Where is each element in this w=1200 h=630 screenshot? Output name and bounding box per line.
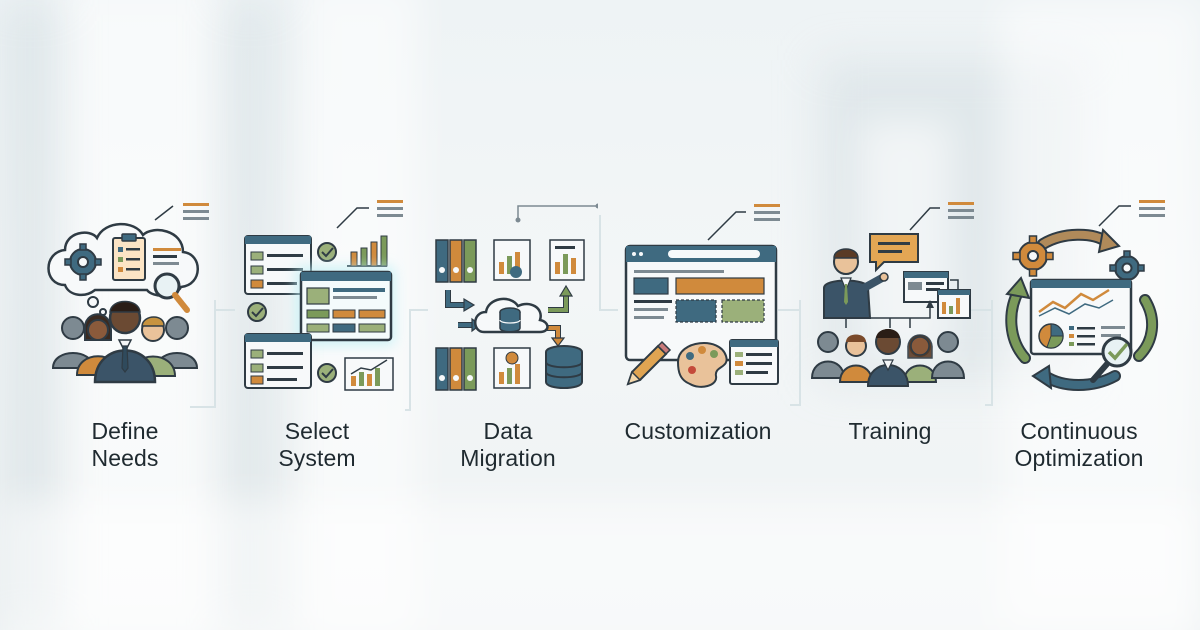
step-label: Training	[848, 418, 932, 444]
step-continuous-optimization: Continuous Optimization	[984, 190, 1174, 490]
step-customization: Customization	[603, 190, 793, 490]
step-define-needs: Define Needs	[30, 190, 220, 490]
step-label: Select System	[278, 418, 356, 471]
team-needs-analysis-icon	[35, 190, 215, 405]
system-comparison-icon	[227, 190, 407, 405]
step-data-migration: Data Migration	[413, 190, 603, 490]
step-label: Continuous Optimization	[1014, 418, 1144, 471]
step-select-system: Select System	[222, 190, 412, 490]
step-training: Training	[795, 190, 985, 490]
browser-customization-icon	[608, 190, 788, 405]
optimization-cycle-icon	[989, 190, 1169, 405]
step-label: Data Migration	[460, 418, 556, 471]
step-label: Customization	[624, 418, 772, 444]
presenter-training-icon	[800, 190, 980, 405]
step-label: Define Needs	[91, 418, 159, 471]
data-migration-cloud-icon	[418, 190, 598, 405]
